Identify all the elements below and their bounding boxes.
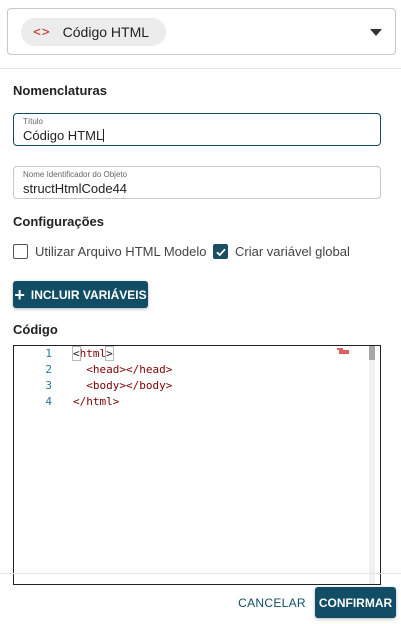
code-tag: html bbox=[79, 347, 107, 360]
line-number: 4 bbox=[45, 395, 52, 408]
object-type-select[interactable]: <> Código HTML bbox=[7, 8, 396, 55]
bracket-highlight: < bbox=[72, 346, 81, 361]
section-title-codigo: Código bbox=[13, 322, 58, 337]
identifier-field-label: Nome Identificador do Objeto bbox=[23, 170, 128, 179]
section-title-nomenclaturas: Nomenclaturas bbox=[13, 83, 107, 98]
section-title-configuracoes: Configurações bbox=[13, 214, 105, 229]
editor-minimap[interactable] bbox=[337, 348, 349, 354]
object-type-label: Código HTML bbox=[62, 24, 150, 40]
code-line[interactable]: 4 </html> bbox=[14, 394, 380, 410]
option-use-template[interactable]: Utilizar Arquivo HTML Modelo bbox=[13, 244, 206, 259]
include-variables-label: INCLUIR VARIÁVEIS bbox=[30, 287, 147, 302]
identifier-field[interactable]: Nome Identificador do Objeto structHtmlC… bbox=[13, 166, 381, 199]
chevron-down-icon[interactable] bbox=[370, 29, 382, 36]
use-template-label: Utilizar Arquivo HTML Modelo bbox=[35, 244, 207, 259]
code-line[interactable]: 3 <body></body> bbox=[14, 378, 380, 394]
include-variables-button[interactable]: + INCLUIR VARIÁVEIS bbox=[13, 281, 148, 308]
line-number: 3 bbox=[45, 379, 52, 392]
code-line-text[interactable]: <html> bbox=[72, 346, 114, 362]
title-field-value[interactable]: Código HTML bbox=[23, 128, 105, 143]
use-template-checkbox[interactable] bbox=[13, 244, 28, 259]
code-line[interactable]: 2 <head></head> bbox=[14, 362, 380, 378]
title-field[interactable]: Título Código HTML bbox=[13, 113, 381, 146]
code-brackets-icon: <> bbox=[33, 24, 51, 40]
confirm-button[interactable]: CONFIRMAR bbox=[315, 587, 396, 618]
cancel-button[interactable]: CANCELAR bbox=[234, 590, 310, 616]
code-line-text[interactable]: <body></body> bbox=[73, 379, 173, 392]
code-editor[interactable]: 1 <html> 2 <head></head> 3 <body></body>… bbox=[13, 345, 381, 585]
code-line[interactable]: 1 <html> bbox=[14, 346, 380, 362]
code-line-text[interactable]: </html> bbox=[73, 395, 120, 408]
text-cursor bbox=[103, 129, 105, 142]
title-field-label: Título bbox=[23, 117, 44, 126]
editor-scrollbar-thumb[interactable] bbox=[369, 346, 375, 360]
editor-scrollbar[interactable] bbox=[369, 346, 375, 584]
bracket-highlight: > bbox=[105, 346, 114, 361]
global-variable-label: Criar variável global bbox=[235, 244, 350, 259]
footer-divider bbox=[0, 573, 401, 574]
code-line-text[interactable]: <head></head> bbox=[73, 363, 173, 376]
identifier-field-value[interactable]: structHtmlCode44 bbox=[23, 181, 128, 196]
object-type-chip: <> Código HTML bbox=[21, 18, 166, 46]
option-global-variable[interactable]: Criar variável global bbox=[213, 244, 350, 259]
line-number: 1 bbox=[45, 347, 52, 360]
line-number: 2 bbox=[45, 363, 52, 376]
global-variable-checkbox[interactable] bbox=[213, 244, 228, 259]
header-divider bbox=[0, 68, 401, 69]
checkmark-icon bbox=[215, 248, 226, 256]
plus-icon: + bbox=[14, 284, 25, 305]
